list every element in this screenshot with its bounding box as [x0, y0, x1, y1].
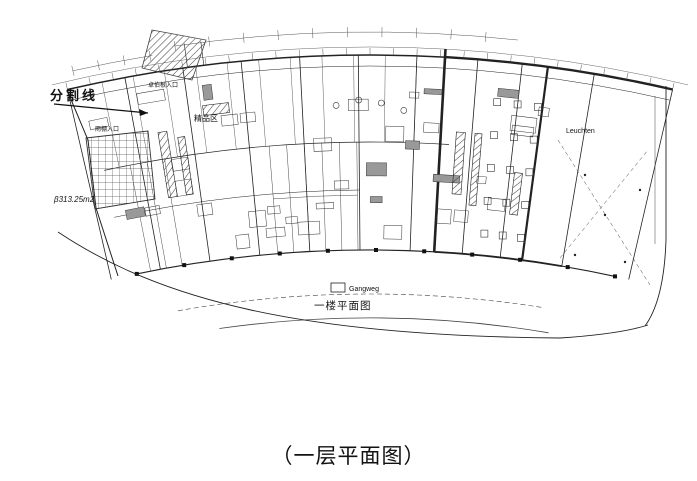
plan-title: 一楼平面图 — [314, 299, 372, 312]
zhuobogen-entrance-label: 卓伯根入口 — [148, 81, 178, 89]
site-arc — [57, 231, 561, 339]
plan-static — [53, 29, 667, 339]
divider-leader-arrow — [139, 109, 148, 116]
right-boundary — [644, 86, 667, 327]
canopy-entrance-label: 雨棚入口 — [95, 125, 119, 133]
area-measurement-label: β313.25m2 — [53, 195, 95, 204]
roof-hatch — [141, 29, 207, 81]
legend-swatch — [330, 282, 346, 293]
divider-leader-line — [53, 103, 149, 114]
boutique-area-label: 精品区 — [194, 113, 218, 123]
plan-geometry — [51, 27, 689, 334]
left-edge — [66, 89, 119, 277]
site-arc-right — [559, 324, 649, 339]
legend-label: Gangweg — [349, 286, 379, 293]
leuchten-label: Leuchten — [566, 128, 595, 135]
divider-label: 分割线 — [50, 88, 98, 103]
drawing-caption: （一层平面图） — [271, 445, 426, 468]
plan-labels: 分割线 卓伯根入口 雨棚入口 精品区 β313.25m2 Leuchten Ga… — [50, 81, 595, 312]
canopy-grid — [85, 130, 156, 210]
